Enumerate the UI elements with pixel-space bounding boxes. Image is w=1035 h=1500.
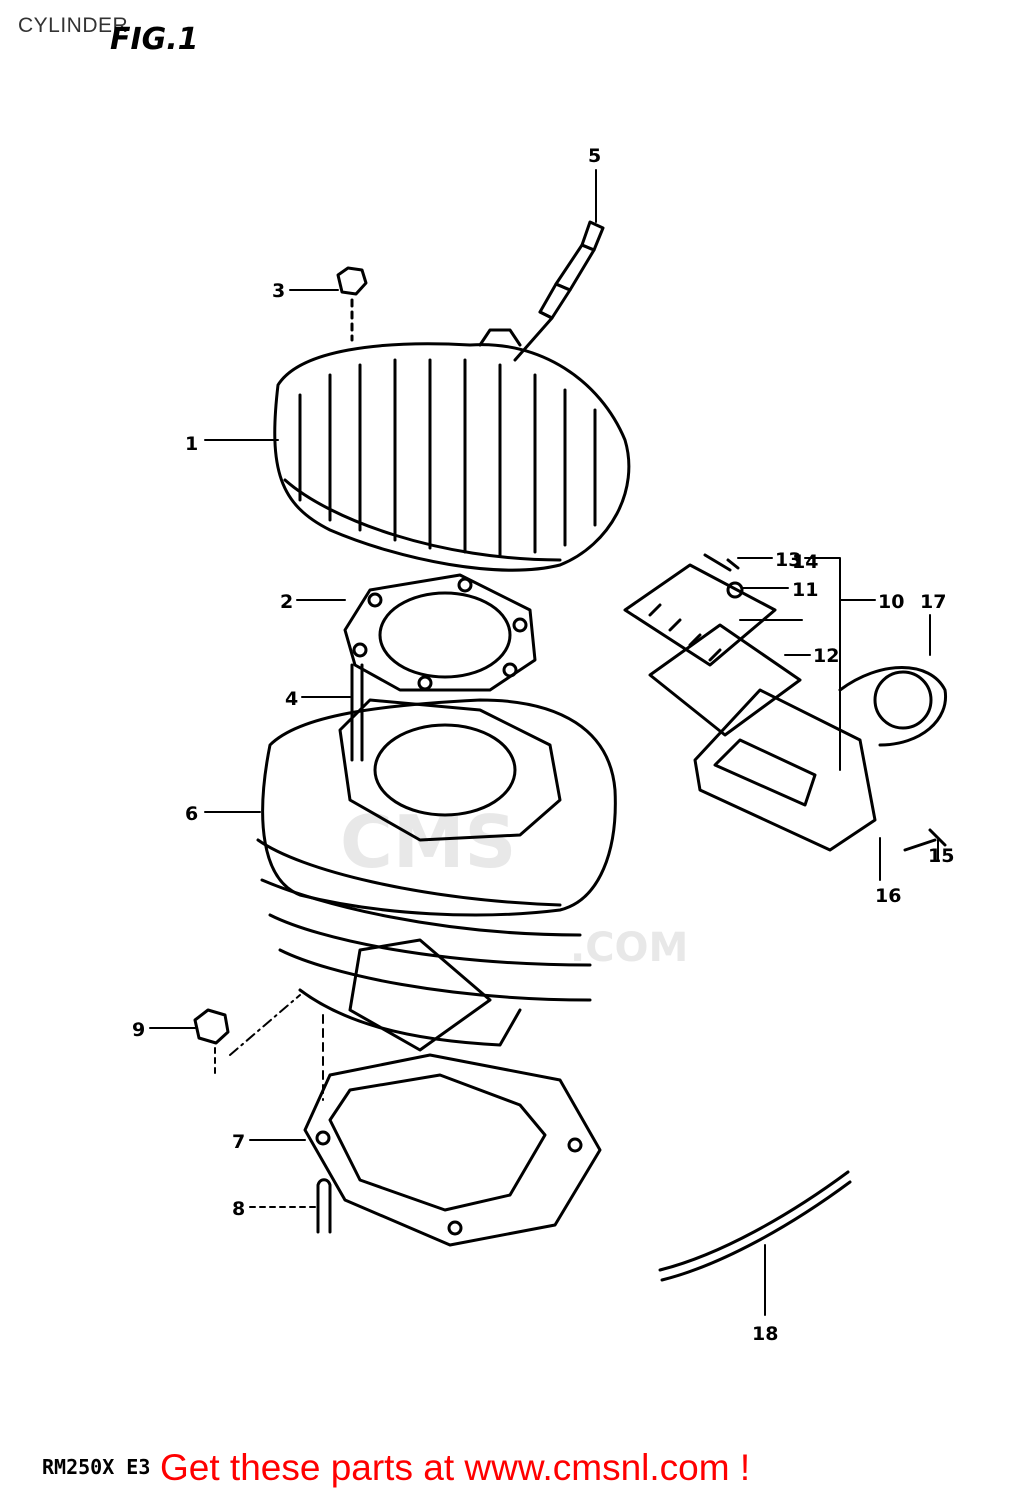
head-gasket-drawing [343,573,537,692]
spark-plug-drawing [513,220,605,362]
callout-6: 6 [185,803,198,825]
base-gasket-drawing [303,1053,602,1247]
callout-12: 12 [813,645,839,667]
leader-lines [149,169,939,1316]
dowel-pin-drawing [316,1178,332,1234]
callout-4: 4 [285,688,298,710]
callout-1: 1 [185,433,198,455]
callout-5: 5 [588,145,601,167]
callout-7: 7 [232,1131,245,1153]
cylinder-head-drawing [273,328,631,572]
callout-3: 3 [272,280,285,302]
diagram-caption: CYLINDER [18,14,129,37]
callout-18: 18 [752,1323,778,1345]
callout-15: 15 [928,845,954,867]
cylinder-nut-drawing [193,1008,230,1045]
callout-10: 10 [878,591,904,613]
promo-link[interactable]: Get these parts at www.cmsnl.com ! [160,1447,751,1488]
hose-drawing [658,1170,850,1272]
watermark-domain: .COM [570,925,689,971]
callout-14: 14 [792,551,818,573]
callout-9: 9 [132,1019,145,1041]
model-code: RM250X E3 [42,1455,151,1479]
callout-16: 16 [875,885,901,907]
figure-label: FIG.1 [110,22,199,57]
callout-2: 2 [280,591,293,613]
callout-13: 13 [775,549,801,571]
cylinder-drawing [256,698,617,1052]
callout-11: 11 [792,579,818,601]
callout-numbers: 1 2 3 4 5 6 7 8 9 10 11 12 13 14 15 16 1… [132,145,954,1345]
callout-17: 17 [920,591,946,613]
reed-valve-drawing [623,553,948,852]
head-nut-drawing [336,266,368,296]
callout-8: 8 [232,1198,245,1220]
